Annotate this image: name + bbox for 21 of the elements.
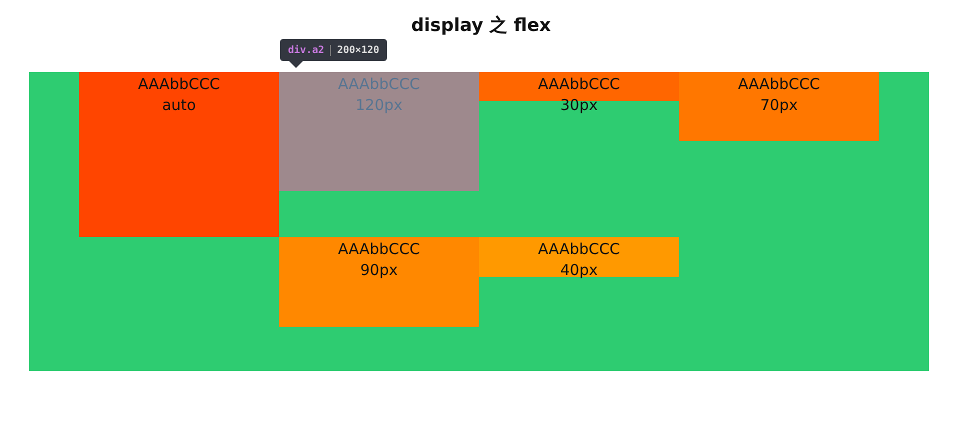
flex-item [479, 237, 679, 277]
item-text: AAAbbCCC [536, 74, 622, 95]
item-text: AAAbbCCC [536, 239, 622, 260]
item-text: AAAbbCCC [336, 74, 422, 95]
flex-item [279, 237, 479, 327]
flex-container [29, 72, 929, 371]
item-text: 90px [359, 260, 399, 281]
item-text: auto [161, 95, 197, 116]
item-text: AAAbbCCC [336, 239, 422, 260]
flex-item [279, 72, 479, 191]
element-size: 200×120 [330, 44, 380, 56]
element-selector: div.a2 [288, 44, 324, 56]
item-text: 40px [559, 260, 599, 281]
item-text: AAAbbCCC [736, 74, 822, 95]
item-text: 30px [559, 95, 599, 116]
item-text: 70px [759, 95, 799, 116]
title: display 之 flex [411, 15, 551, 36]
item-text: 120px [354, 95, 404, 116]
flex-item [679, 72, 879, 141]
item-text: AAAbbCCC [136, 74, 222, 95]
flex-item [79, 72, 279, 237]
